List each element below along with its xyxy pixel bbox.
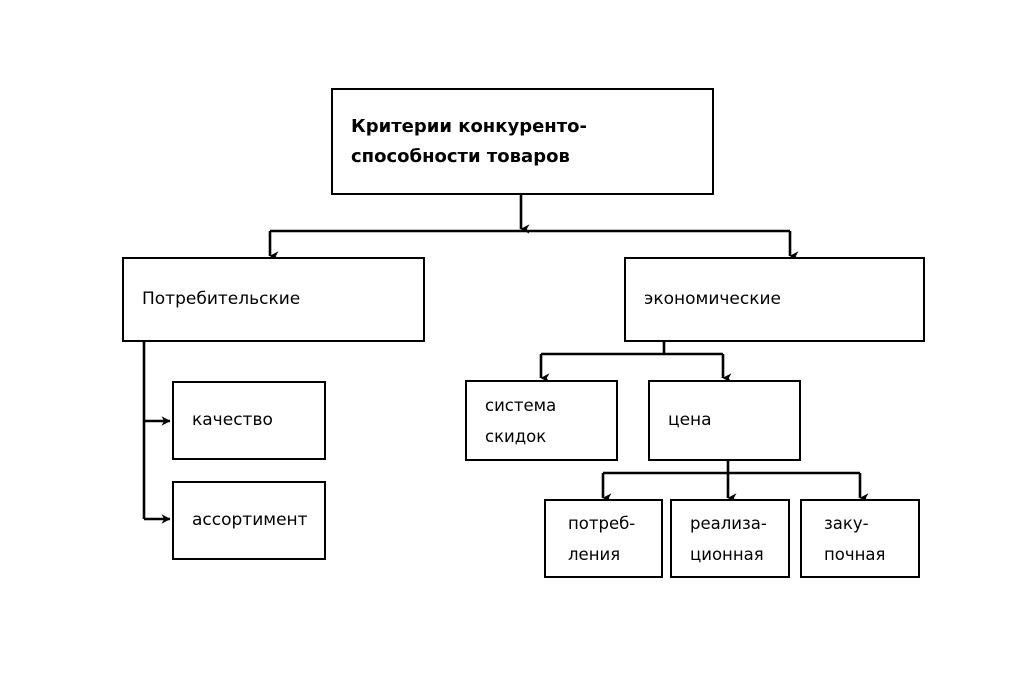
node-purchase: заку- почная (800, 499, 920, 578)
node-economic: экономические (624, 257, 925, 342)
node-price: цена (648, 380, 801, 461)
node-root-label: Критерии конкуренто- способности товаров (351, 115, 587, 167)
node-consumer: Потребительские (122, 257, 425, 342)
node-consumer-label: Потребительские (142, 289, 301, 309)
node-root: Критерии конкуренто- способности товаров (331, 88, 714, 195)
node-quality-label: качество (192, 410, 273, 430)
node-realization: реализа- ционная (670, 499, 790, 578)
node-consumption: потреб- ления (544, 499, 663, 578)
node-purchase-label: заку- почная (824, 513, 886, 564)
node-economic-label: экономические (644, 289, 782, 309)
node-assortment: ассортимент (172, 481, 326, 560)
node-consumption-label: потреб- ления (568, 513, 636, 564)
node-assortment-label: ассортимент (192, 510, 308, 530)
node-quality: качество (172, 381, 326, 460)
node-discount-system: система скидок (465, 380, 618, 461)
node-price-label: цена (668, 410, 712, 430)
node-discount-system-label: система скидок (485, 395, 557, 446)
node-realization-label: реализа- ционная (690, 513, 767, 564)
